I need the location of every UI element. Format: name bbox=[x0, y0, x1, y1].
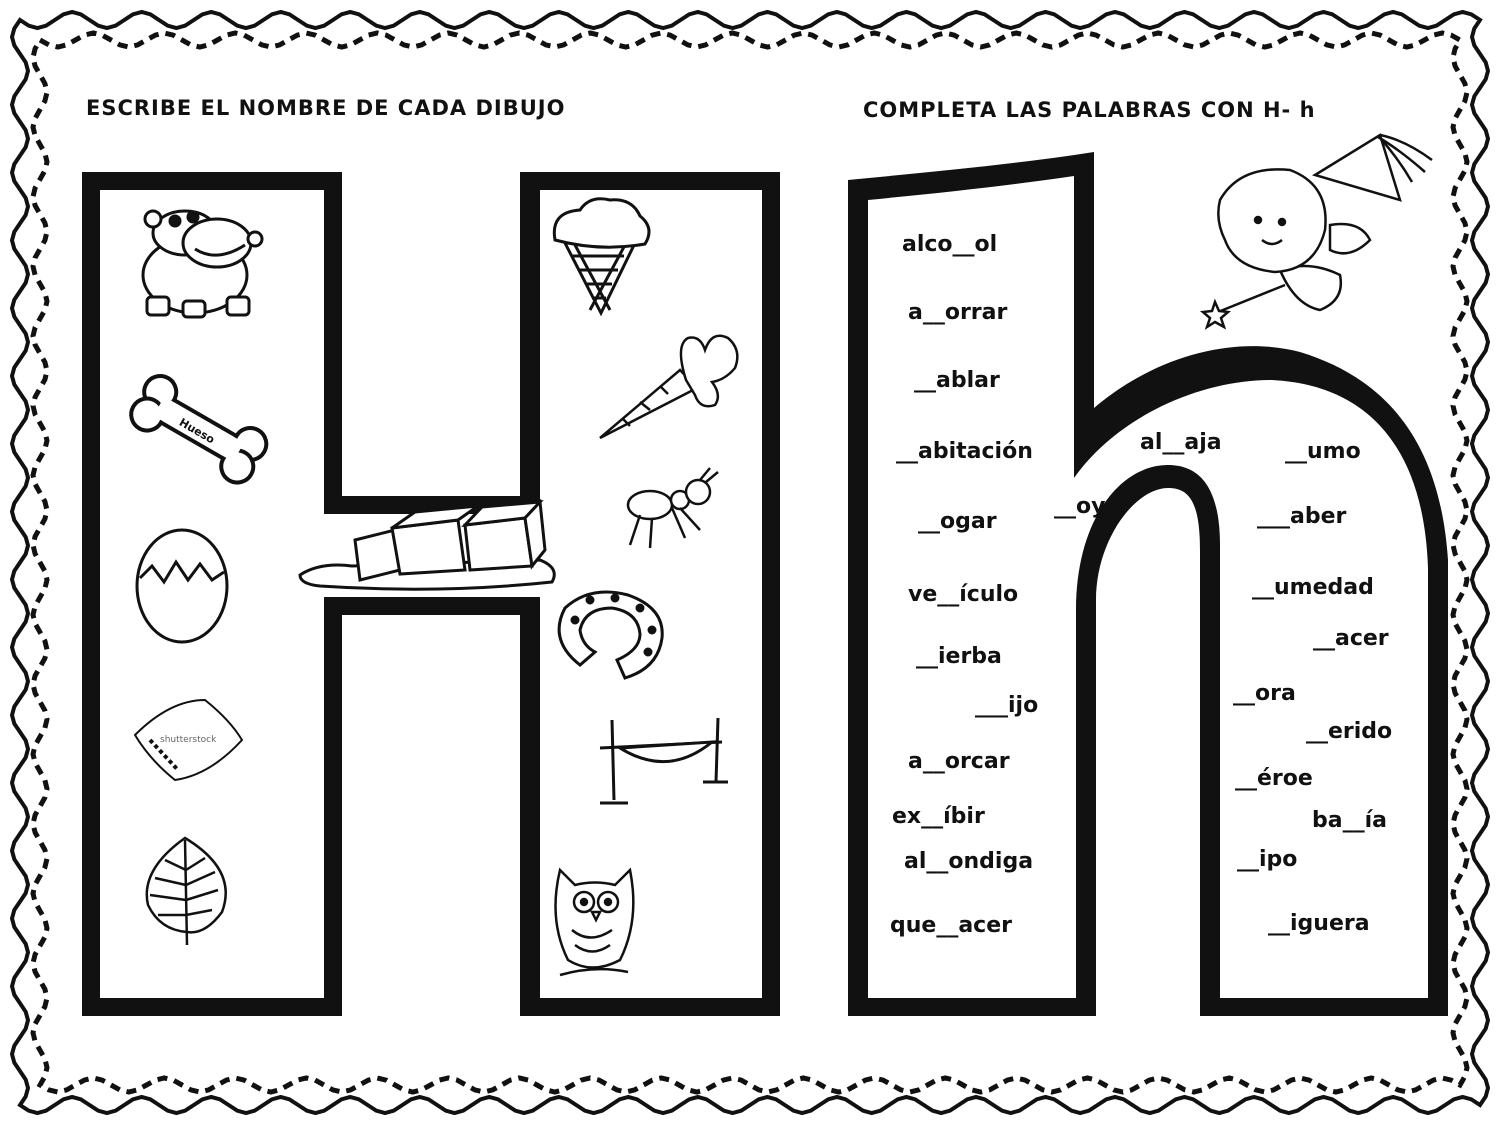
ant-icon bbox=[626, 467, 719, 549]
word-blank: a__orcar bbox=[908, 749, 1010, 774]
word-blank: ba__ía bbox=[1312, 808, 1387, 833]
word-blank: __oy bbox=[1054, 494, 1106, 519]
wavy-frame-inner bbox=[30, 30, 1470, 1095]
right-instruction-title: COMPLETA LAS PALABRAS CON H- h bbox=[863, 98, 1316, 122]
word-blank: __iguera bbox=[1268, 911, 1370, 936]
word-blank: __ipo bbox=[1237, 847, 1298, 872]
word-blank: ___aber bbox=[1257, 504, 1347, 529]
letter-n-outline bbox=[848, 152, 1448, 1016]
word-blank: __ogar bbox=[918, 509, 997, 534]
word-blank: alco__ol bbox=[902, 232, 998, 257]
ice-cubes-icon bbox=[298, 498, 556, 591]
word-blank: a__orrar bbox=[908, 300, 1008, 325]
word-blank: __ablar bbox=[914, 368, 1000, 393]
letter-h-outline bbox=[82, 172, 780, 1016]
word-blank: __ierba bbox=[916, 644, 1002, 669]
bone-icon: Hueso bbox=[129, 374, 269, 485]
word-blank: __éroe bbox=[1235, 766, 1313, 791]
word-blank: ___ijo bbox=[975, 693, 1039, 718]
word-blank: __acer bbox=[1313, 626, 1389, 651]
word-blank: __umedad bbox=[1252, 575, 1374, 600]
fairy-icon bbox=[1200, 133, 1433, 330]
word-blank: al__ondiga bbox=[904, 849, 1034, 874]
word-blank: __erido bbox=[1306, 719, 1393, 744]
wavy-frame-outer bbox=[9, 9, 1491, 1116]
word-blank: que__acer bbox=[890, 913, 1012, 938]
ice-cream-icon bbox=[552, 197, 651, 317]
word-blank: __abitación bbox=[896, 439, 1033, 464]
owl-icon bbox=[554, 867, 635, 977]
leaf-icon bbox=[145, 836, 227, 946]
word-blank: __umo bbox=[1285, 439, 1361, 464]
horseshoe-icon bbox=[557, 590, 664, 680]
egg-icon bbox=[135, 528, 229, 644]
pillow-watermark: shutterstock bbox=[160, 735, 217, 745]
word-blank: __ora bbox=[1233, 681, 1296, 706]
pillow-icon: shutterstock bbox=[133, 698, 244, 782]
word-blank: ex__íbir bbox=[892, 804, 985, 829]
word-blank: al__aja bbox=[1140, 430, 1222, 455]
carrot-icon bbox=[599, 334, 739, 440]
left-instruction-title: ESCRIBE EL NOMBRE DE CADA DIBUJO bbox=[86, 96, 566, 120]
hippo-icon bbox=[141, 209, 264, 319]
word-blank: ve__ículo bbox=[908, 582, 1019, 607]
hammock-icon bbox=[599, 717, 728, 805]
